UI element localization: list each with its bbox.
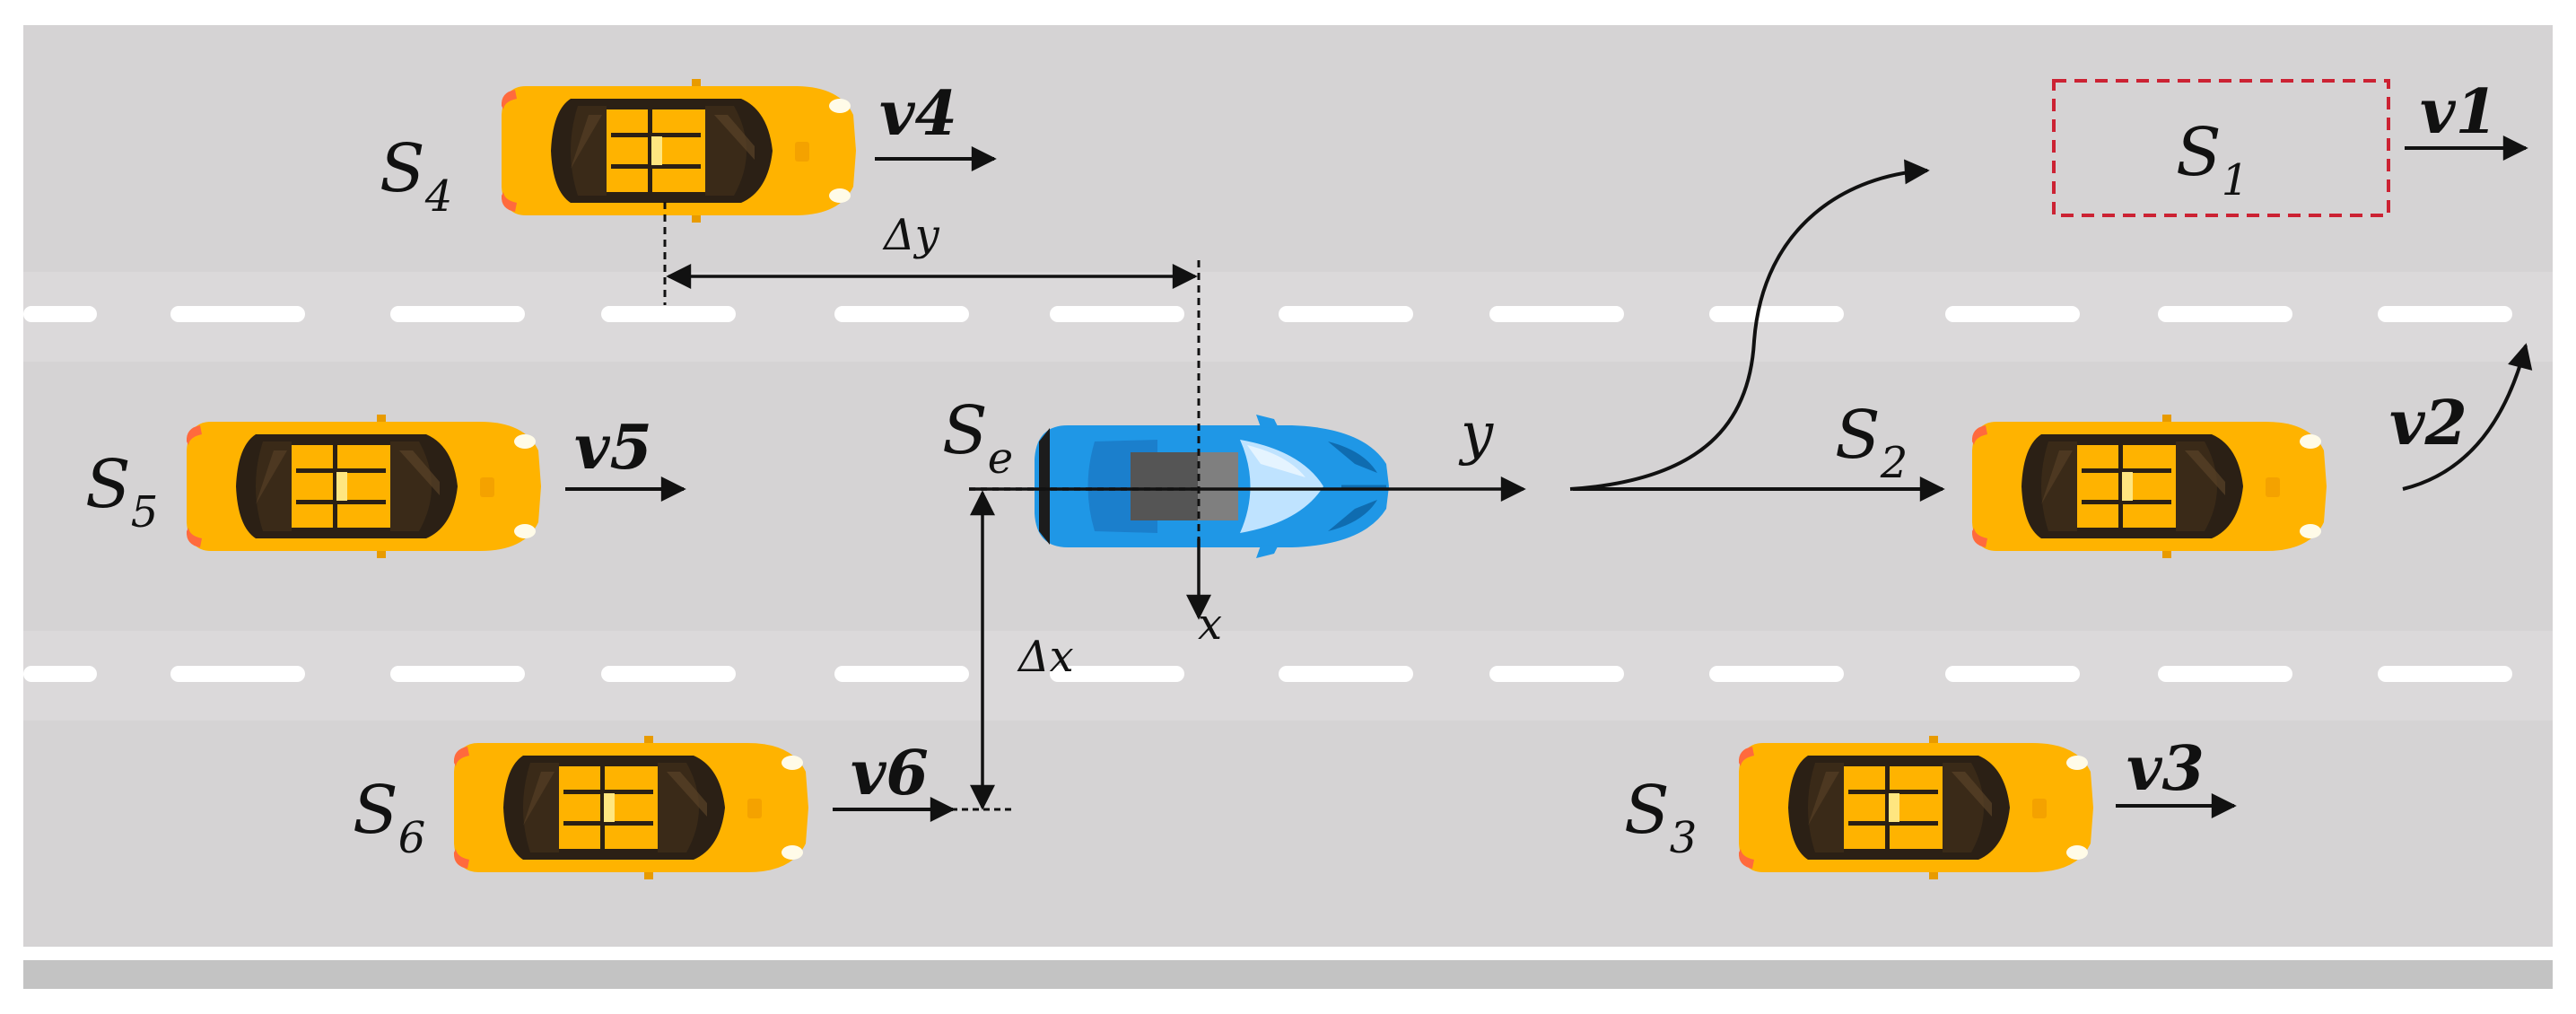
label-se: Se xyxy=(942,392,1013,484)
road-curb xyxy=(23,960,2553,989)
lane-dash xyxy=(2378,666,2512,682)
car-s2 xyxy=(1971,415,2327,558)
label-s5: S5 xyxy=(85,446,158,538)
label-s3: S3 xyxy=(1624,772,1697,863)
car-s5 xyxy=(186,415,542,558)
target-position-box xyxy=(2052,79,2390,217)
label-s4: S4 xyxy=(380,130,452,222)
label-s6: S6 xyxy=(353,772,425,863)
label-v6: v6 xyxy=(851,738,929,809)
label-v5: v5 xyxy=(574,412,652,484)
lane-dash xyxy=(170,666,305,682)
car-s6 xyxy=(453,736,808,879)
label-v2: v2 xyxy=(2389,388,2467,459)
car-s4 xyxy=(501,79,856,223)
lane-dash xyxy=(23,306,97,322)
v2-arrow xyxy=(2402,343,2533,491)
lane-dash xyxy=(1709,666,1844,682)
lane-dash xyxy=(1945,666,2080,682)
lane-dash xyxy=(1279,306,1413,322)
label-s2: S2 xyxy=(1835,397,1908,488)
lane-dash xyxy=(1050,306,1184,322)
lane-dash xyxy=(2158,666,2292,682)
lane-dash xyxy=(2378,306,2512,322)
lane-dash xyxy=(834,666,969,682)
label-s1: S1 xyxy=(2176,114,2249,205)
lane-markings xyxy=(23,306,2512,682)
label-axis-x: x xyxy=(1198,599,1222,650)
label-axis-y: y xyxy=(1458,401,1494,468)
lane-dash xyxy=(1709,306,1844,322)
lane-dash xyxy=(390,666,525,682)
label-delta-x: Δx xyxy=(1017,632,1074,682)
lane-dash xyxy=(1489,666,1624,682)
lane-dash xyxy=(390,306,525,322)
lane-dash xyxy=(1489,306,1624,322)
lane-dash xyxy=(601,666,736,682)
label-v1: v1 xyxy=(2420,76,2498,148)
lane-dash xyxy=(23,666,97,682)
label-v4: v4 xyxy=(879,78,957,150)
label-delta-y: Δy xyxy=(882,210,940,260)
label-v3: v3 xyxy=(2126,733,2205,805)
lane-change-trajectory xyxy=(1569,159,1930,491)
lane-dash xyxy=(601,306,736,322)
lane-dash xyxy=(1279,666,1413,682)
lane-dash xyxy=(2158,306,2292,322)
car-s3 xyxy=(1738,736,2093,879)
lane-dash xyxy=(1050,666,1184,682)
lane-dash xyxy=(1945,306,2080,322)
lane-dash xyxy=(170,306,305,322)
ego-car xyxy=(1033,413,1391,560)
lane-dash xyxy=(834,306,969,322)
